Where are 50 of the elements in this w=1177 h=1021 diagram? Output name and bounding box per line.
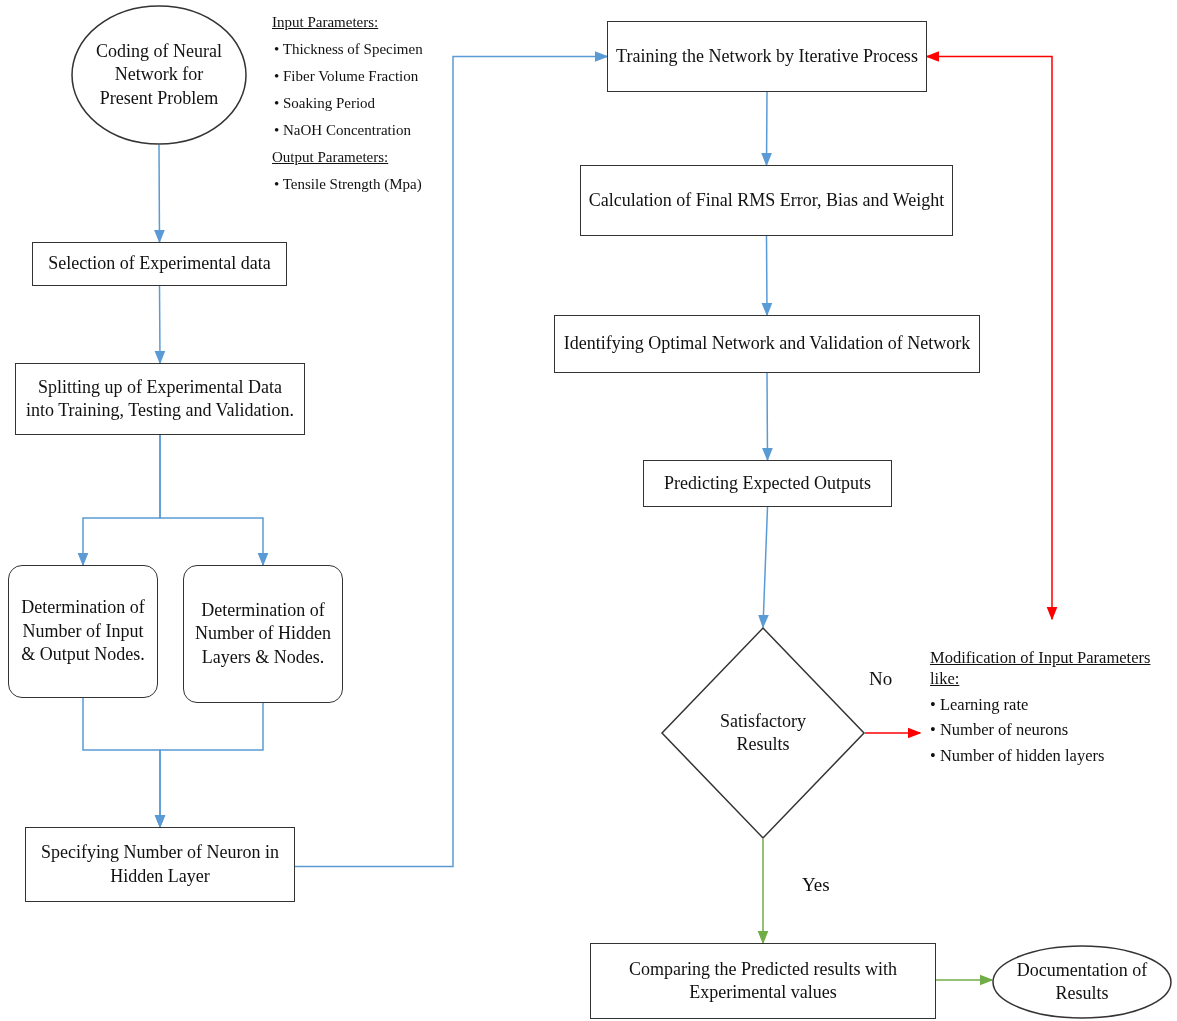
- step-text: Specifying Number of Neuron in Hidden Layer: [40, 841, 280, 888]
- list-item: • Soaking Period: [273, 94, 376, 113]
- process-box: [643, 460, 892, 507]
- box-heading: Modification of Input Parameters like:: [930, 647, 1152, 690]
- arrow: [154, 702, 264, 829]
- process-box: [590, 943, 936, 1019]
- process-box: [25, 827, 295, 902]
- step-text: Splitting up of Experimental Data into Training, Testing and Validation.: [24, 375, 296, 422]
- arrow: [757, 838, 769, 945]
- process-box: [554, 315, 980, 373]
- list-item: • Number of neurons: [930, 719, 1069, 741]
- list-heading: Output Parameters:: [272, 148, 389, 167]
- step-text: Comparing the Predicted results with Experimental values: [628, 957, 898, 1004]
- list-item: • NaOH Concentration: [273, 121, 411, 140]
- rounded-process-box: [8, 565, 158, 698]
- arrow: [294, 51, 609, 868]
- terminal-ellipse: [992, 945, 1172, 1019]
- list-heading: Input Parameters:: [272, 13, 379, 32]
- process-box: [15, 363, 305, 435]
- list-item: • Number of hidden layers: [930, 744, 1105, 767]
- arrow: [761, 91, 772, 167]
- step-text: Documentation of Results: [1015, 958, 1149, 1005]
- step-text: Predicting Expected Outputs: [663, 471, 872, 495]
- rounded-process-box: [183, 565, 343, 703]
- arrow: [159, 434, 269, 567]
- arrow: [761, 235, 773, 317]
- terminal-ellipse: [71, 5, 247, 145]
- list-item: • Learning rate: [930, 693, 1029, 716]
- step-text: Satisfactory Results: [719, 709, 807, 756]
- process-box: [607, 21, 927, 92]
- arrow: [925, 51, 1058, 621]
- step-text: Coding of Neural Network for Present Problem: [95, 39, 223, 110]
- arrow: [762, 372, 773, 462]
- step-text: Identifying Optimal Network and Validation of Network: [562, 332, 972, 356]
- step-text: Training the Network by Iterative Process: [615, 44, 919, 68]
- arrow: [758, 506, 769, 629]
- process-box: [580, 165, 953, 236]
- arrow: [154, 285, 166, 365]
- arrow: [864, 727, 922, 739]
- step-text: Calculation of Final RMS Error, Bias and Weight: [587, 188, 946, 212]
- step-text: Selection of Experimental data: [47, 252, 272, 276]
- decision-diamond: [661, 627, 865, 839]
- list-item: • Tensile Strength (Mpa): [273, 175, 422, 194]
- process-box: [32, 242, 287, 286]
- step-text: Determination of Number of Hidden Layers & Nodes.: [194, 598, 332, 669]
- step-text: Determination of Number of Input & Output Nodes.: [20, 596, 146, 667]
- arrow: [935, 974, 994, 986]
- list-item: • Fiber Volume Fraction: [273, 67, 419, 86]
- arrow: [154, 144, 165, 244]
- list-item: • Thickness of Specimen: [273, 40, 423, 59]
